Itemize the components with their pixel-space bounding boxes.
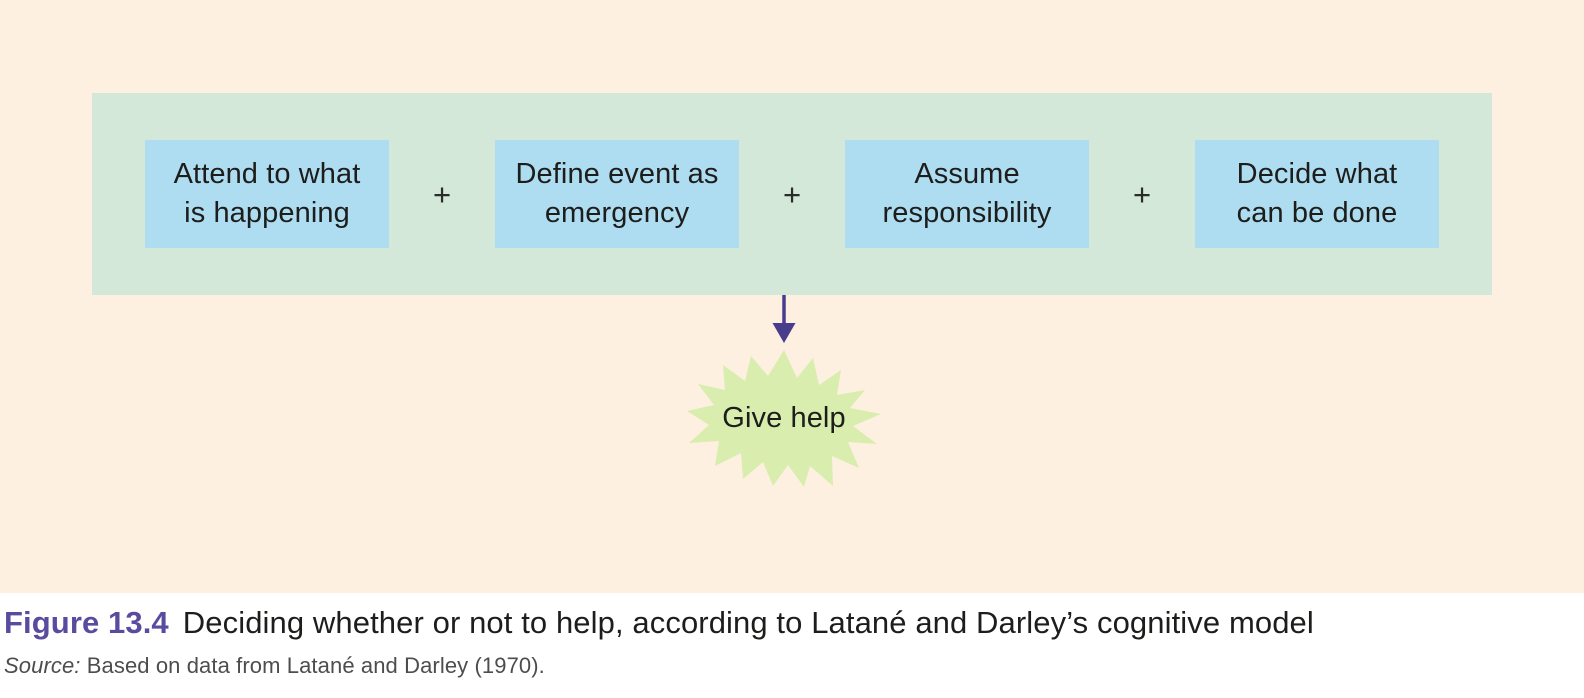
- source-text: Based on data from Latané and Darley (19…: [80, 653, 545, 678]
- down-arrow-icon: [766, 295, 802, 345]
- figure-source: Source: Based on data from Latané and Da…: [4, 653, 545, 679]
- starburst-shape: [687, 350, 881, 487]
- process-band: Attend to what is happening + Define eve…: [92, 93, 1492, 295]
- stage-box-attend-label: Attend to what is happening: [173, 157, 361, 229]
- plus-separator-3: +: [1132, 176, 1152, 212]
- source-word: Source:: [4, 653, 81, 678]
- stage-box-assume: Assume responsibility: [845, 140, 1089, 248]
- stage-box-decide-label: Decide what can be done: [1236, 157, 1398, 229]
- figure-title: Deciding whether or not to help, accordi…: [182, 605, 1314, 640]
- figure-caption: Figure 13.4 Deciding whether or not to he…: [4, 605, 1314, 641]
- stage-box-define-label: Define event as emergency: [515, 157, 719, 229]
- caption-area: Figure 13.4 Deciding whether or not to he…: [0, 593, 1584, 698]
- stage-box-attend: Attend to what is happening: [145, 140, 389, 248]
- stage-box-decide: Decide what can be done: [1195, 140, 1439, 248]
- stage-box-assume-label: Assume responsibility: [882, 157, 1052, 229]
- figure-number: Figure 13.4: [4, 605, 169, 640]
- outcome-starburst: Give help: [685, 348, 883, 488]
- stage-box-define: Define event as emergency: [495, 140, 739, 248]
- plus-separator-1: +: [432, 176, 452, 212]
- plus-separator-2: +: [782, 176, 802, 212]
